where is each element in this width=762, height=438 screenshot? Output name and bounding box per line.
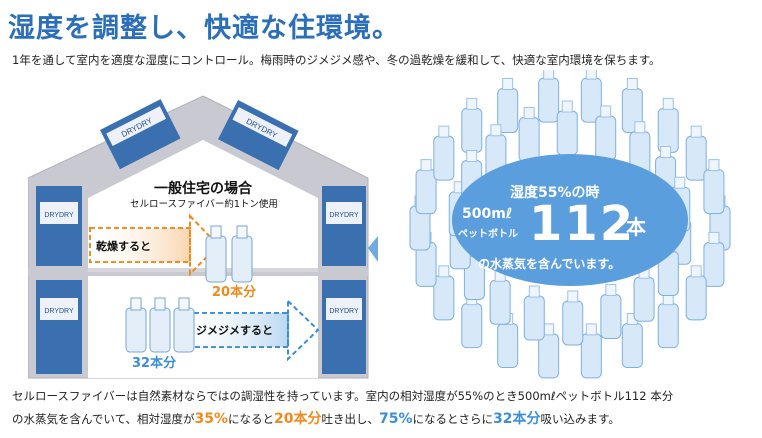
bottle-icon	[538, 323, 560, 379]
footer-text: 吸い込みます。	[540, 412, 620, 426]
dry-arrow	[89, 213, 220, 277]
bottle-icon	[461, 97, 483, 153]
bottle-icon	[523, 285, 545, 341]
footer-text: になると	[228, 412, 275, 426]
bottle-icon	[538, 70, 560, 123]
circle-big-number: 112	[529, 196, 636, 252]
footer-pct1: 35%	[194, 411, 229, 427]
bottle-icon	[580, 323, 602, 379]
bottle-icon	[657, 97, 679, 153]
footer-text: 吐き出し、	[321, 412, 380, 426]
humid-label: ジメジメすると	[196, 324, 273, 337]
wall-board-left-lower: DRYDRY	[36, 280, 82, 374]
bottle-icon	[703, 231, 725, 287]
bottle-icon	[633, 266, 655, 322]
wall-board-left-upper: DRYDRY	[36, 186, 82, 266]
wall-board-right-lower: DRYDRY	[322, 280, 366, 374]
bottle-icon	[518, 107, 540, 163]
footer-text: の水蒸気を含んでいて、相対湿度が	[12, 412, 195, 426]
board-brand-text: DRYDRY	[329, 308, 359, 315]
subheadline: 1年を通して室内を適度な湿度にコントロール。梅雨時のジメジメ感や、冬の過乾燥を緩…	[12, 53, 661, 67]
bottle-icon	[685, 125, 707, 181]
roof-board-left: DRYDRY	[99, 99, 181, 170]
footer-cnt2: 32本分	[493, 411, 541, 427]
bottle-icon	[621, 313, 643, 369]
bottle-icon	[433, 125, 455, 181]
bottle-icon	[489, 269, 511, 325]
circle-line1: 湿度55%の時	[510, 185, 600, 201]
bottles-dry	[205, 225, 253, 283]
house-subtitle: セルロースファイバー約1トン使用	[130, 199, 278, 210]
footer-line1: セルロースファイバーは自然素材ならではの調湿性を持っています。室内の相対湿度が5…	[12, 389, 674, 403]
dry-label: 乾燥すると	[96, 240, 151, 253]
roof-board-right: DRYDRY	[218, 100, 299, 171]
circle-center	[452, 154, 688, 286]
circle-ml: 500mℓ	[462, 206, 513, 222]
circle-line3: の水蒸気を含んでいます。	[478, 257, 621, 271]
headline: 湿度を調整し、快適な住環境。	[8, 13, 400, 44]
humid-count: 32本分	[132, 356, 177, 371]
house-title: 一般住宅の場合	[154, 181, 252, 197]
bottle-icon	[415, 159, 437, 215]
footer-pct2: 75%	[379, 411, 413, 427]
bottle-icon	[497, 77, 519, 133]
circle-pet: ペットボトル	[458, 229, 518, 240]
bottle-icon	[580, 70, 602, 123]
bottle-circle	[409, 70, 731, 379]
callout-pointer	[368, 236, 378, 262]
dry-count: 20本分	[212, 285, 257, 300]
bottle-icon	[556, 100, 578, 156]
footer-cnt1: 20本分	[274, 411, 322, 427]
bottle-icon	[562, 290, 584, 346]
bottle-icon	[461, 293, 483, 349]
bottle-icon	[703, 159, 725, 215]
bottle-icon	[685, 265, 707, 321]
house-illustration: DRYDRY DRYDRY DRYDRY DRYDRY DRYDRY DRYDR…	[28, 95, 378, 379]
board-brand-text: DRYDRY	[44, 308, 74, 315]
bottles-humid	[125, 297, 195, 353]
bottle-icon	[657, 293, 679, 349]
footer-line2: の水蒸気を含んでいて、相対湿度が35%になると20本分吐き出し、75%になるとさ…	[12, 408, 620, 428]
bottle-icon	[433, 265, 455, 321]
wall-board-right-upper: DRYDRY	[322, 186, 366, 266]
board-brand-text: DRYDRY	[329, 212, 359, 219]
bottle-icon	[600, 283, 622, 339]
footer-text: になるとさらに	[412, 412, 494, 426]
humid-arrow	[177, 298, 320, 362]
board-brand-text: DRYDRY	[44, 212, 74, 219]
circle-unit: 本	[626, 215, 646, 239]
